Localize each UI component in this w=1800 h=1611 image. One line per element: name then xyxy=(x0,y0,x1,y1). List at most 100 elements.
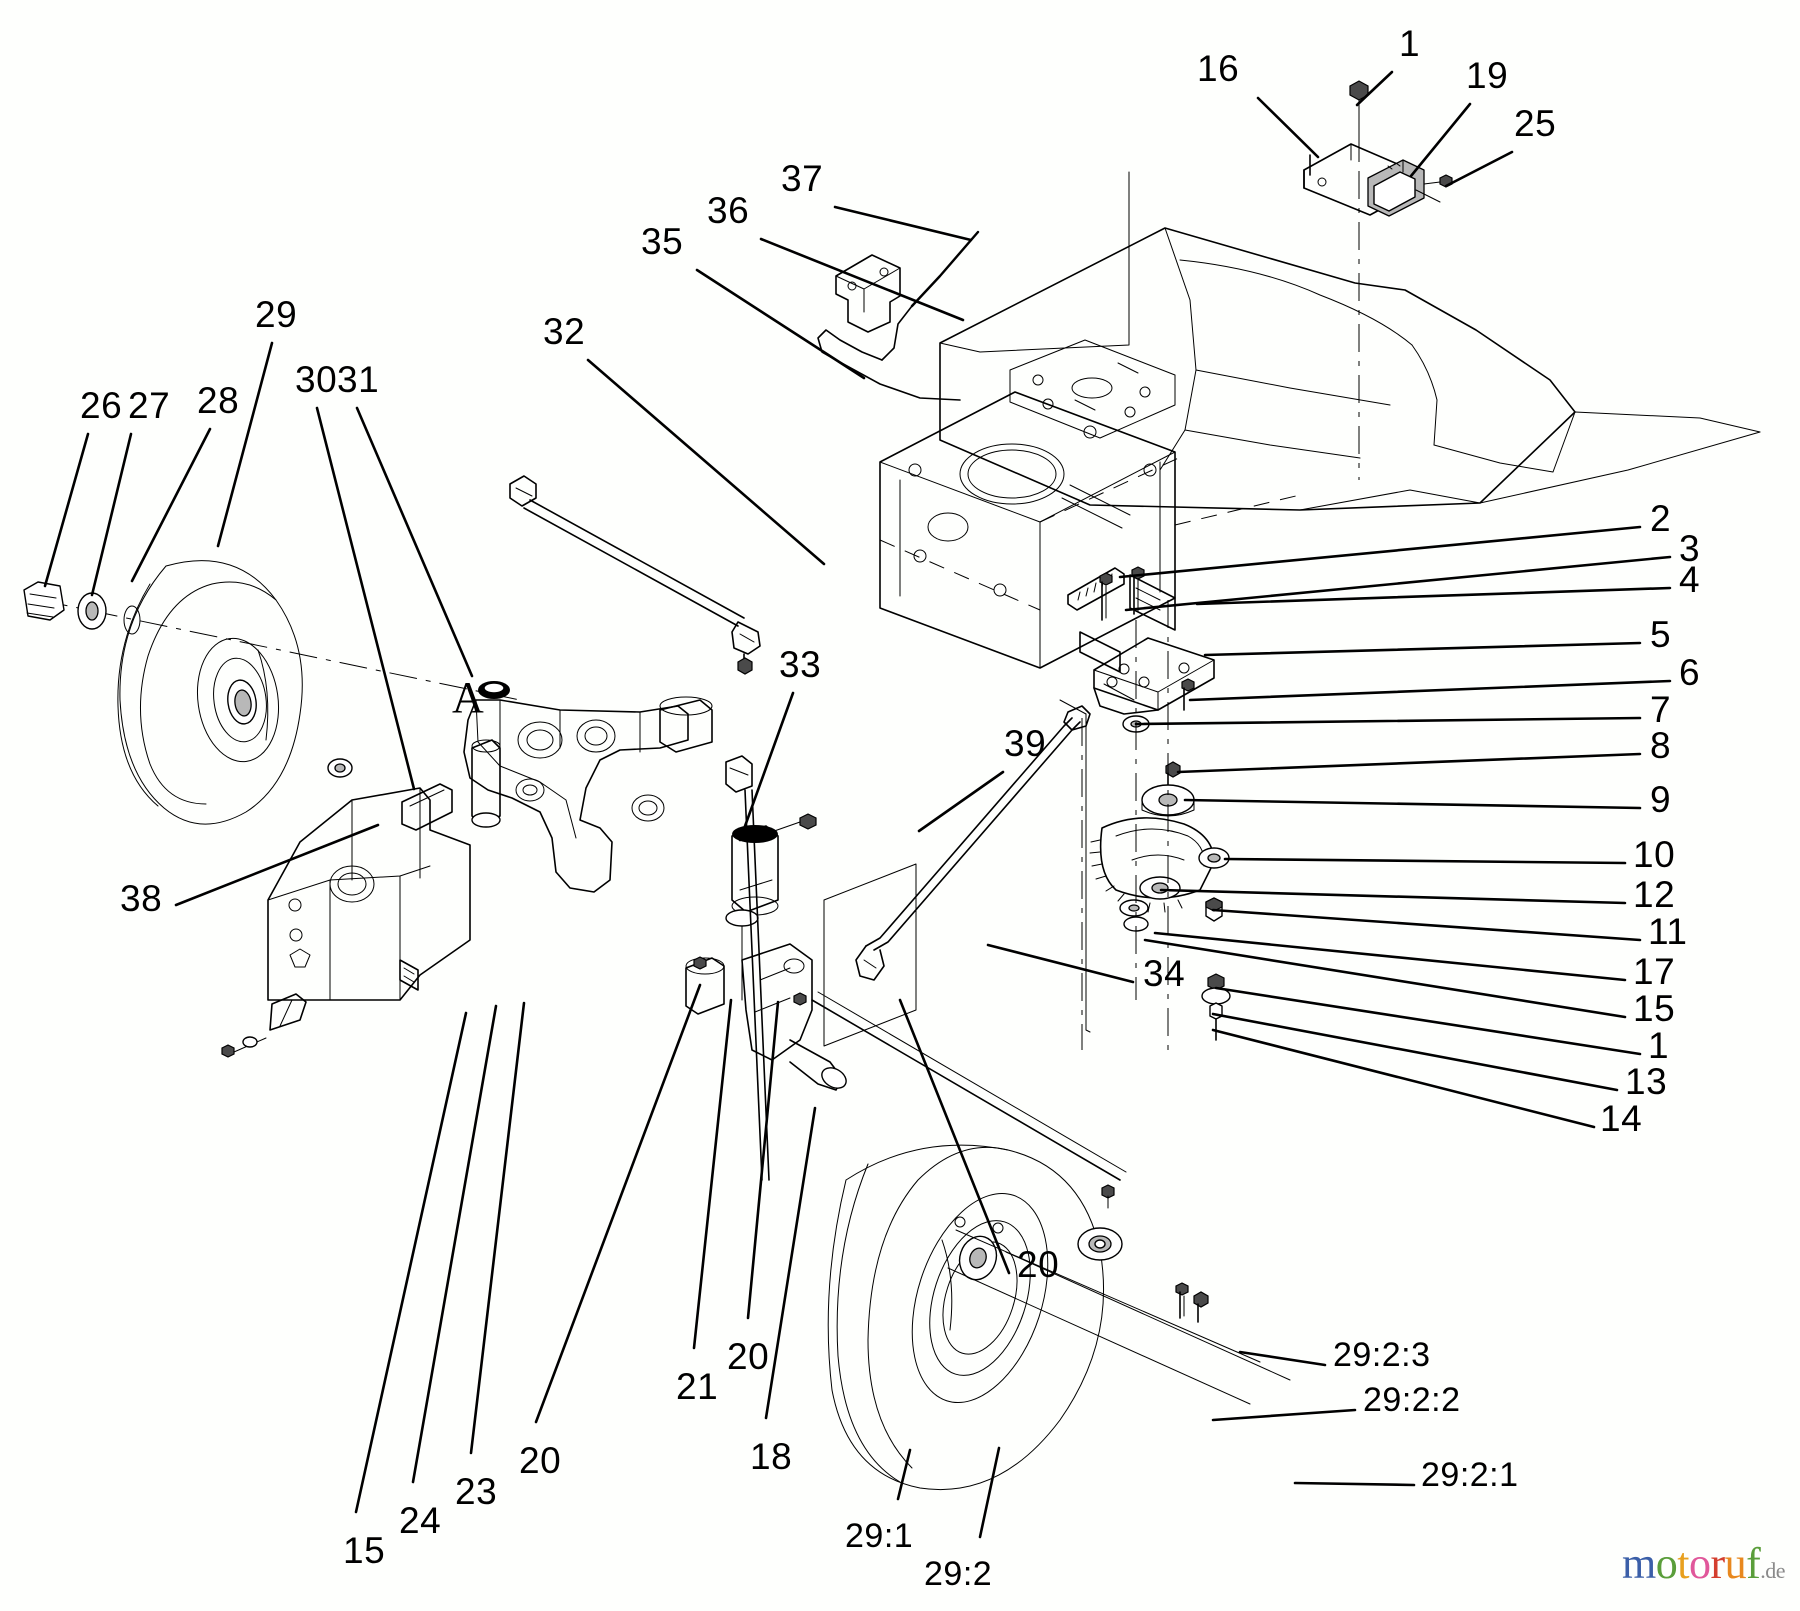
callout-11: 11 xyxy=(1648,911,1688,952)
top-bracket-assembly-art xyxy=(1303,80,1453,480)
callout-39: 39 xyxy=(1004,723,1047,764)
watermark-letter: o xyxy=(1688,1539,1711,1588)
leader-line xyxy=(692,998,733,1350)
callout-29-2-2: 29:2:2 xyxy=(1363,1381,1461,1419)
callout-30: 30 xyxy=(295,359,338,400)
leader-line xyxy=(1124,555,1672,612)
callout-6: 6 xyxy=(1679,652,1701,693)
callout-20: 20 xyxy=(727,1336,770,1377)
callout-28: 28 xyxy=(197,380,240,421)
leader-line xyxy=(130,427,212,583)
leader-line xyxy=(586,358,826,566)
leader-line xyxy=(1195,586,1672,606)
callout-23: 23 xyxy=(455,1471,498,1512)
callout-2: 2 xyxy=(1650,498,1672,539)
callout-29-2: 29:2 xyxy=(924,1555,993,1593)
leader-line xyxy=(315,406,416,791)
watermark-letter: f xyxy=(1746,1539,1761,1588)
callout-20: 20 xyxy=(1017,1244,1060,1285)
leader-line xyxy=(1118,525,1642,579)
leader-line xyxy=(1176,752,1642,774)
leader-line xyxy=(1223,857,1627,865)
leader-line xyxy=(986,943,1135,984)
callout-29-2-3: 29:2:3 xyxy=(1333,1336,1431,1374)
leader-line xyxy=(174,823,380,907)
leader-line xyxy=(898,998,1011,1275)
callout-31: 31 xyxy=(337,359,380,400)
leader-line xyxy=(216,341,274,548)
leader-line xyxy=(1188,679,1672,702)
callout-26: 26 xyxy=(80,385,123,426)
callout-17: 17 xyxy=(1633,951,1676,992)
leader-line xyxy=(1444,150,1514,188)
callout-13: 13 xyxy=(1625,1061,1668,1102)
callout-20: 20 xyxy=(519,1440,562,1481)
leader-line xyxy=(355,406,474,678)
callout-8: 8 xyxy=(1650,725,1672,766)
callout-15: 15 xyxy=(343,1530,386,1571)
leader-line xyxy=(1211,1012,1619,1092)
right-wheel-art xyxy=(827,1144,1291,1491)
callout-1: 1 xyxy=(1399,23,1421,64)
drag-link-art xyxy=(509,475,761,675)
callout-24: 24 xyxy=(399,1500,442,1541)
watermark-letter: u xyxy=(1724,1539,1747,1588)
leader-line xyxy=(833,205,973,242)
callout-35: 35 xyxy=(641,221,684,262)
leader-line xyxy=(469,1001,526,1455)
leader-line xyxy=(738,691,795,842)
watermark-suffix: .de xyxy=(1760,1558,1786,1583)
watermark-letter: m xyxy=(1622,1539,1656,1588)
callout-21: 21 xyxy=(676,1366,719,1407)
callout-25: 25 xyxy=(1514,103,1557,144)
leader-line xyxy=(1256,96,1320,159)
chassis-frame-art xyxy=(879,171,1761,673)
callout-29-1: 29:1 xyxy=(845,1517,914,1555)
lever-bracket-art xyxy=(817,230,980,401)
leader-line xyxy=(411,1004,498,1484)
leader-line xyxy=(1183,798,1642,810)
callout-27: 27 xyxy=(128,385,171,426)
rod-34-art xyxy=(759,705,1091,1050)
section-marker-a: A xyxy=(452,673,484,722)
callout-4: 4 xyxy=(1679,559,1701,600)
leader-line xyxy=(695,268,866,380)
watermark-letter: t xyxy=(1677,1539,1689,1588)
leader-line xyxy=(1238,1350,1327,1367)
leader-line xyxy=(764,1106,817,1420)
callout-36: 36 xyxy=(707,190,750,231)
leader-line xyxy=(917,770,1005,833)
watermark-letter: o xyxy=(1655,1539,1678,1588)
callout-37: 37 xyxy=(781,158,824,199)
leader-line xyxy=(746,1000,780,1320)
leader-line xyxy=(1214,986,1642,1056)
leader-line xyxy=(1211,908,1642,942)
callout-19: 19 xyxy=(1466,55,1509,96)
leader-line xyxy=(978,1446,1001,1539)
leader-line xyxy=(43,432,90,588)
leader-line xyxy=(1409,102,1472,178)
leader-line xyxy=(1153,931,1627,982)
callout-1: 1 xyxy=(1648,1025,1670,1066)
callout-9: 9 xyxy=(1650,779,1672,820)
callout-29: 29 xyxy=(255,294,298,335)
watermark-letter: r xyxy=(1710,1539,1725,1588)
leader-line xyxy=(1211,1408,1357,1422)
callout-3: 3 xyxy=(1679,528,1701,569)
callout-32: 32 xyxy=(543,311,586,352)
leader-line xyxy=(1159,888,1627,905)
leader-line xyxy=(354,1011,468,1514)
leader-line xyxy=(1134,716,1642,726)
leader-lines xyxy=(43,70,1672,1539)
callout-7: 7 xyxy=(1650,689,1672,730)
callout-16: 16 xyxy=(1197,48,1240,89)
callout-10: 10 xyxy=(1633,834,1676,875)
motoruf-watermark: motoruf.de xyxy=(1622,1539,1786,1588)
leader-line xyxy=(1143,938,1627,1019)
leader-line xyxy=(1203,641,1642,657)
callout-14: 14 xyxy=(1600,1098,1643,1139)
watermark-letters: motoruf xyxy=(1622,1539,1761,1588)
callout-12: 12 xyxy=(1633,874,1676,915)
callout-5: 5 xyxy=(1650,614,1672,655)
